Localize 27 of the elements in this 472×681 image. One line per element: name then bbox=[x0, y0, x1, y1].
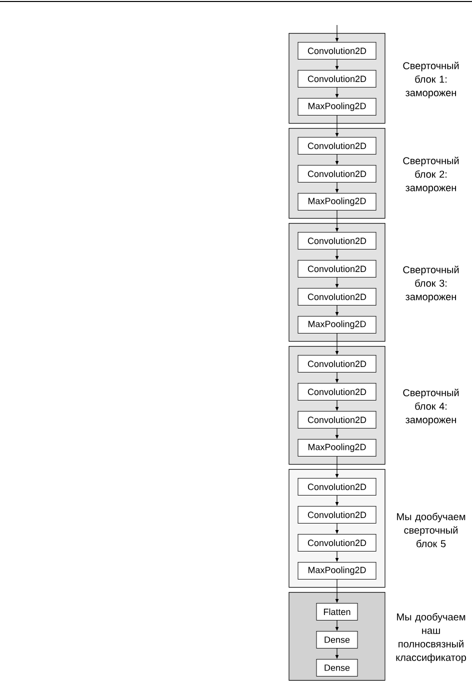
layer-box: Dense bbox=[316, 659, 358, 676]
layer-box: Dense bbox=[316, 631, 358, 648]
layer-box: Convolution2D bbox=[298, 355, 376, 372]
block-label: Мы дообучаем сверточный блок 5 bbox=[397, 512, 466, 548]
layer-box: Convolution2D bbox=[298, 165, 376, 182]
layer-box: MaxPooling2D bbox=[298, 439, 376, 456]
layer-box: Convolution2D bbox=[298, 288, 376, 306]
layer-box: Flatten bbox=[316, 603, 358, 620]
layer-box: Convolution2D bbox=[298, 260, 376, 278]
layer-box: Convolution2D bbox=[298, 411, 376, 428]
layer-box: Convolution2D bbox=[298, 70, 376, 88]
layer-box: Convolution2D bbox=[298, 506, 376, 524]
layer-box: MaxPooling2D bbox=[298, 193, 376, 210]
block-label: Мы дообучаем наш полносвязный классификатор bbox=[396, 613, 466, 663]
layer-box: Convolution2D bbox=[298, 534, 376, 552]
block-label: Сверточный блок 4: заморожен bbox=[403, 388, 459, 426]
layer-box: Convolution2D bbox=[298, 42, 376, 60]
layer-box: Convolution2D bbox=[298, 383, 376, 400]
layer-box: Convolution2D bbox=[298, 478, 376, 496]
block-label: Сверточный блок 2: заморожен bbox=[403, 156, 459, 194]
layer-box: MaxPooling2D bbox=[298, 98, 376, 116]
block-label: Сверточный блок 3: заморожен bbox=[403, 266, 459, 302]
layer-box: MaxPooling2D bbox=[298, 562, 376, 580]
layer-box: Convolution2D bbox=[298, 232, 376, 250]
layer-box: MaxPooling2D bbox=[298, 316, 376, 334]
layer-box: Convolution2D bbox=[298, 137, 376, 154]
block-label: Сверточный блок 1: заморожен bbox=[403, 62, 459, 98]
